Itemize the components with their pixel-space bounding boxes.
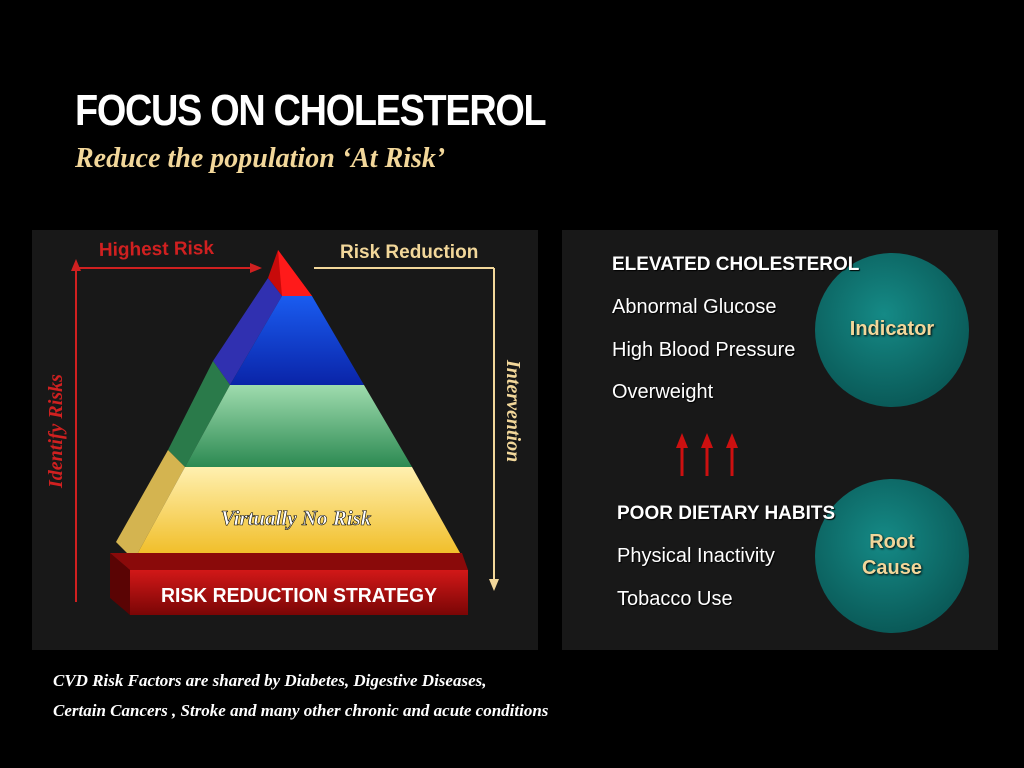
indicator-item-blood-pressure: High Blood Pressure xyxy=(612,339,796,361)
pyramid-yellow-level xyxy=(134,467,464,560)
slide-subtitle: Reduce the population ‘At Risk’ xyxy=(75,143,446,174)
pyramid-green-level-side xyxy=(168,361,230,467)
up-arrow-1-shaft xyxy=(680,446,684,476)
risk-reduction-strategy-label: RISK REDUCTION STRATEGY xyxy=(161,585,438,607)
intervention-label: Intervention xyxy=(502,359,524,462)
risk-factors-graphics xyxy=(676,253,969,633)
up-arrow-1-head xyxy=(676,433,688,448)
virtually-no-risk-label: Virtually No Risk xyxy=(221,506,372,530)
root-cause-line-2: Cause xyxy=(861,557,923,579)
poor-dietary-habits-heading: POOR DIETARY HABITS xyxy=(617,503,836,524)
upward-arrows xyxy=(676,433,738,476)
root-cause-circle-label: Root Cause xyxy=(815,529,969,581)
identify-risks-arrowhead-up xyxy=(71,259,81,271)
risk-pyramid-diagram: Highest Risk Risk Reduction Identify Ris… xyxy=(45,238,524,615)
root-cause-circle xyxy=(815,479,969,633)
elevated-cholesterol-heading: ELEVATED CHOLESTEROL xyxy=(612,254,860,275)
up-arrow-2-shaft xyxy=(705,446,709,476)
pyramid-blue-level xyxy=(230,296,364,385)
risk-pyramid-panel: Highest Risk Risk Reduction Identify Ris… xyxy=(32,230,538,650)
pyramid-tip-level-face xyxy=(278,250,312,296)
slide-title: FOCUS ON CHOLESTEROL xyxy=(75,86,547,135)
indicator-circle xyxy=(815,253,969,407)
footnote-line-2: Certain Cancers , Stroke and many other … xyxy=(53,701,549,720)
root-cause-line-1: Root xyxy=(869,531,915,553)
up-arrow-3-shaft xyxy=(730,446,734,476)
indicator-circle-label: Indicator xyxy=(849,318,935,340)
indicator-item-glucose: Abnormal Glucose xyxy=(612,296,777,318)
pyramid-yellow-level-side xyxy=(116,450,185,560)
up-arrow-3-head xyxy=(726,433,738,448)
footnote-line-1: CVD Risk Factors are shared by Diabetes,… xyxy=(53,671,487,690)
highest-risk-label: Highest Risk xyxy=(99,238,215,261)
risk-factors-panel: ELEVATED CHOLESTEROL Abnormal Glucose Hi… xyxy=(562,230,998,650)
banner-side xyxy=(110,553,130,615)
root-item-physical-inactivity: Physical Inactivity xyxy=(617,545,775,567)
intervention-arrowhead xyxy=(489,579,499,591)
root-item-tobacco-use: Tobacco Use xyxy=(617,588,733,610)
pyramid-blue-level-side xyxy=(213,278,282,385)
pyramid-green-level xyxy=(185,385,412,467)
highest-risk-arrowhead xyxy=(250,263,262,273)
risk-reduction-label: Risk Reduction xyxy=(340,242,478,263)
indicator-item-overweight: Overweight xyxy=(612,381,714,403)
risk-reduction-banner xyxy=(130,570,468,615)
identify-risks-label: Identify Risks xyxy=(45,374,67,489)
up-arrow-2-head xyxy=(701,433,713,448)
banner-top xyxy=(110,553,468,570)
